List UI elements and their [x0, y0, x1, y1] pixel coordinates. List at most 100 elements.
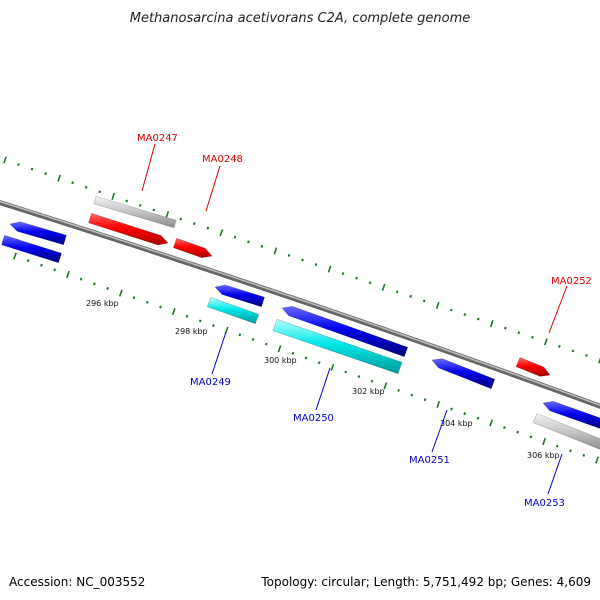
- outer-ring-tick: [71, 181, 74, 185]
- inner-ring-tick: [251, 337, 255, 341]
- callout-line-ma0250: [315, 367, 331, 411]
- gene-label-ma0247[interactable]: MA0247: [137, 133, 178, 144]
- inner-ring-tick: [463, 412, 467, 416]
- inner-ring-tick: [212, 324, 215, 328]
- position-label-306kbp: 306 kbp: [527, 451, 560, 460]
- gene-left-b[interactable]: [1, 234, 62, 264]
- inner-ring-tick: [185, 314, 189, 318]
- inner-ring-tick: [410, 393, 414, 397]
- inner-ring-tick: [423, 398, 427, 402]
- inner-ring-tick: [198, 319, 202, 323]
- inner-ring-tick: [397, 388, 400, 392]
- outer-ring-tick: [273, 247, 278, 255]
- outer-ring-tick: [598, 357, 600, 364]
- position-label-298kbp: 298 kbp: [175, 327, 208, 336]
- gene-ma0250-upper[interactable]: [281, 305, 409, 358]
- inner-ring-tick: [317, 361, 321, 365]
- outer-ring-tick: [3, 156, 7, 164]
- position-label-300kbp: 300 kbp: [264, 356, 297, 365]
- outer-ring-tick: [381, 283, 386, 291]
- outer-ring-tick: [206, 226, 210, 230]
- outer-ring-tick: [152, 208, 156, 212]
- gene-ma0252[interactable]: [515, 357, 551, 377]
- gene-label-ma0249[interactable]: MA0249: [190, 377, 231, 388]
- gene-ma0249-upper[interactable]: [214, 284, 265, 308]
- inner-ring-tick: [489, 419, 494, 427]
- position-label-304kbp: 304 kbp: [440, 419, 473, 428]
- outer-ring-tick: [138, 203, 142, 207]
- gene-label-ma0252[interactable]: MA0252: [551, 276, 592, 287]
- inner-ring-tick: [357, 375, 361, 379]
- inner-ring-tick: [555, 444, 559, 448]
- gene-label-ma0248[interactable]: MA0248: [202, 154, 243, 165]
- position-label-302kbp: 302 kbp: [352, 387, 385, 396]
- position-label-296kbp: 296 kbp: [86, 299, 119, 308]
- inner-ring-tick: [79, 277, 83, 281]
- outer-ring-tick: [355, 276, 358, 280]
- outer-ring-tick: [489, 320, 494, 328]
- gene-ma0253[interactable]: [532, 413, 600, 450]
- outer-ring-tick: [327, 265, 332, 273]
- outer-ring-tick: [341, 272, 345, 276]
- outer-ring-tick: [504, 326, 507, 330]
- inner-ring-tick: [264, 342, 268, 346]
- outer-ring-tick: [192, 222, 196, 226]
- genome-backbone-highlight: [0, 200, 600, 406]
- outer-ring-tick: [571, 349, 575, 353]
- genome-backbone: [0, 199, 600, 409]
- gene-ma0250[interactable]: [272, 318, 403, 375]
- inner-ring-tick: [40, 263, 43, 267]
- inner-ring-tick: [476, 416, 480, 420]
- gene-ma0253-upper[interactable]: [542, 400, 600, 429]
- outer-ring-tick: [301, 258, 304, 262]
- callout-line-ma0249: [211, 331, 227, 375]
- callout-line-ma0253: [547, 453, 563, 495]
- outer-ring-tick: [30, 167, 34, 171]
- outer-tick-ring: [3, 156, 600, 364]
- inner-ring-tick: [26, 259, 30, 263]
- outer-ring-tick: [98, 190, 101, 194]
- outer-ring-tick: [17, 163, 20, 167]
- callout-line-ma0248: [205, 165, 221, 212]
- outer-ring-tick: [111, 192, 116, 200]
- outer-ring-tick: [219, 229, 224, 237]
- inner-ring-tick: [159, 305, 162, 309]
- gene-ma0251[interactable]: [431, 358, 496, 390]
- gene-left-a[interactable]: [9, 221, 67, 246]
- inner-ring-tick: [370, 379, 374, 383]
- outer-ring-tick: [544, 338, 548, 346]
- inner-ring-tick: [516, 430, 519, 434]
- gene-label-ma0250[interactable]: MA0250: [293, 413, 334, 424]
- outer-ring-tick: [517, 331, 521, 335]
- inner-ring-tick: [569, 449, 572, 453]
- outer-ring-tick: [260, 244, 264, 248]
- gene-label-ma0251[interactable]: MA0251: [409, 455, 450, 466]
- gene-label-ma0253[interactable]: MA0253: [524, 498, 565, 509]
- inner-ring-tick: [344, 370, 348, 374]
- inner-ring-tick: [132, 296, 136, 300]
- inner-ring-tick: [93, 282, 96, 286]
- gene-ma0247[interactable]: [88, 212, 169, 246]
- inner-ring-tick: [53, 268, 57, 272]
- inner-ring-tick: [542, 437, 546, 446]
- gene-features: [1, 195, 600, 450]
- gene-ma0249[interactable]: [206, 296, 260, 325]
- inner-ring-tick: [106, 286, 109, 290]
- gene-ma0248[interactable]: [172, 237, 213, 259]
- outer-ring-tick: [449, 308, 453, 312]
- inner-ring-tick: [145, 300, 149, 304]
- callout-line-ma0251: [431, 409, 448, 453]
- callout-line-ma0252: [548, 285, 568, 334]
- outer-ring-tick: [287, 253, 291, 257]
- outer-ring-tick: [463, 313, 467, 317]
- genome-summary-text: Topology: circular; Length: 5,751,492 bp…: [260, 575, 591, 589]
- inner-ring-tick: [13, 252, 17, 260]
- inner-ring-tick: [277, 345, 282, 353]
- inner-ring-tick: [171, 308, 176, 316]
- inner-ring-tick: [503, 426, 506, 430]
- outer-ring-tick: [531, 335, 534, 339]
- inner-ring-tick: [291, 351, 295, 355]
- outer-ring-tick: [558, 344, 561, 348]
- outer-ring-tick: [585, 353, 588, 357]
- gene-ma0247-upper[interactable]: [93, 195, 177, 229]
